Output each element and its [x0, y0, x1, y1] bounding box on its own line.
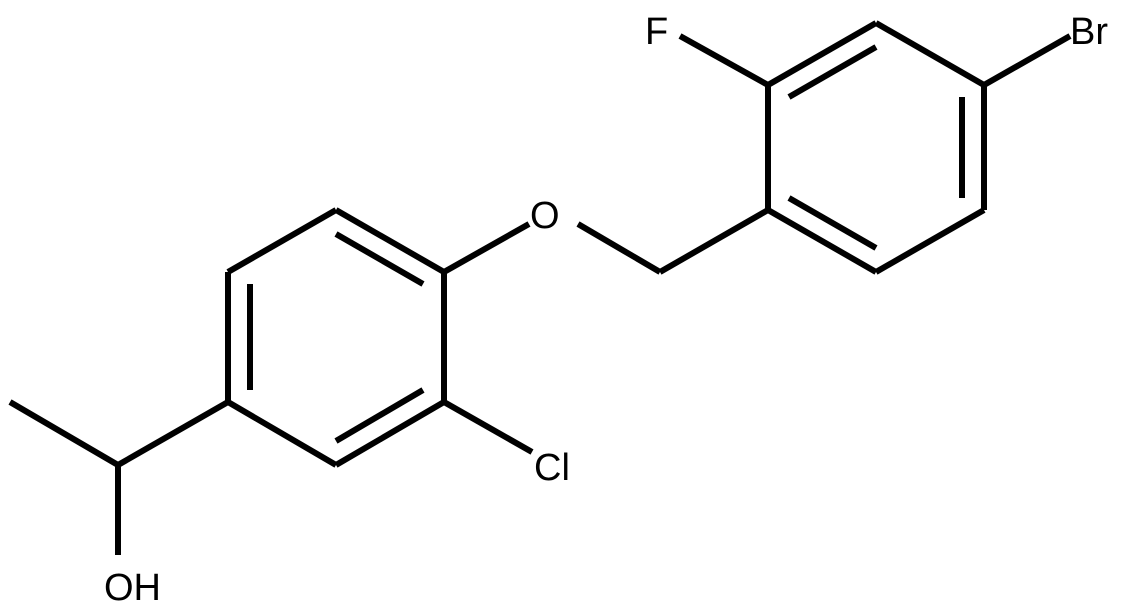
bond-ring-oxygen	[442, 221, 531, 275]
bond-group	[8, 20, 1072, 555]
atom-label-group: Br F O Cl OH	[104, 11, 1108, 609]
bond-ring-a-3	[334, 207, 446, 275]
atom-label-fluorine: F	[645, 11, 668, 53]
bond-methylene-ring	[658, 207, 770, 275]
bond-ring-b-5-inner	[787, 44, 878, 100]
bond-oxygen-methylene	[576, 221, 662, 275]
bond-ring-b-2	[874, 207, 986, 275]
bond-ring-a-3-inner	[334, 231, 425, 287]
bond-ring-bromine	[982, 33, 1072, 88]
bond-ring-b-1-inner	[787, 195, 878, 251]
bond-ring-chlorine	[442, 399, 534, 455]
atom-label-chlorine: Cl	[534, 447, 570, 489]
atom-label-bromine: Br	[1070, 11, 1108, 53]
bond-ring-to-carbinol	[116, 399, 230, 468]
bond-ring-a-2	[226, 207, 338, 275]
bond-ring-b-4	[874, 20, 986, 88]
bond-ring-a-5-inner	[334, 387, 425, 444]
bond-ring-a-5	[334, 399, 446, 468]
atom-label-oxygen: O	[530, 195, 560, 237]
bond-carbinol-methyl	[8, 399, 120, 468]
bond-ring-b-1	[766, 207, 878, 275]
bond-ring-b-5	[766, 20, 878, 88]
bond-ring-fluorine	[678, 33, 770, 88]
atom-label-hydroxyl: OH	[104, 567, 161, 609]
bond-ring-a-6	[226, 399, 338, 468]
